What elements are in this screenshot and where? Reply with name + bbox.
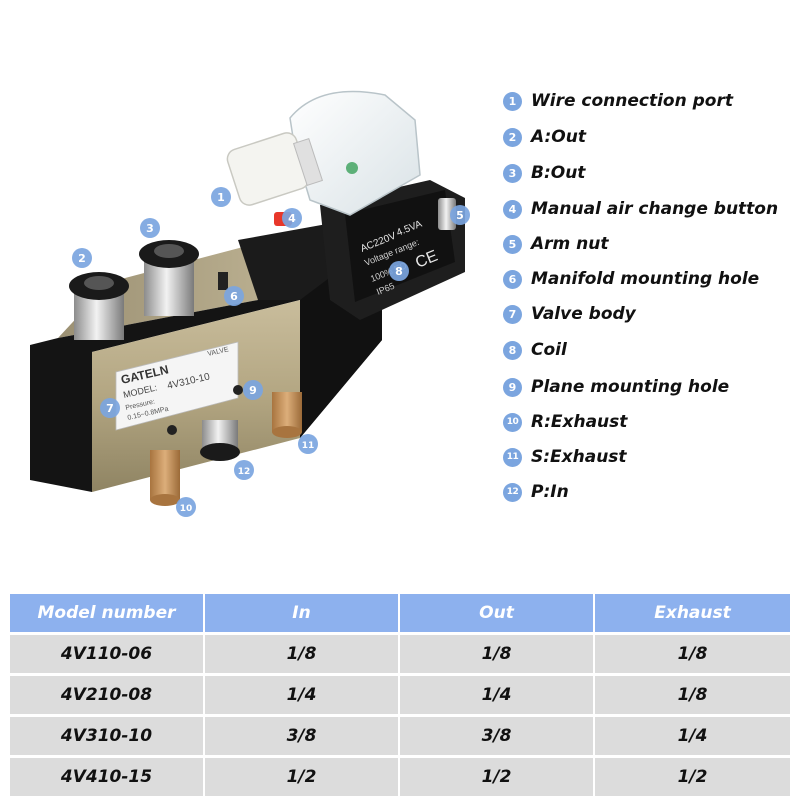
legend-label: P:In bbox=[531, 482, 569, 502]
legend-item: 11 S:Exhaust bbox=[503, 444, 627, 470]
legend-label: Arm nut bbox=[531, 234, 609, 254]
callout-marker: 9 bbox=[243, 380, 263, 400]
muffler-r bbox=[150, 450, 180, 506]
table-cell: 1/8 bbox=[595, 635, 790, 673]
callout-number: 9 bbox=[249, 384, 257, 397]
callout-number: 4 bbox=[288, 212, 296, 225]
legend-item: 6 Manifold mounting hole bbox=[503, 266, 759, 292]
callout-marker: 12 bbox=[234, 460, 254, 480]
table-cell: 3/8 bbox=[400, 717, 595, 755]
port-a-fitting bbox=[69, 272, 129, 340]
manifold-hole bbox=[218, 272, 228, 290]
table-cell: 4V210-08 bbox=[10, 676, 205, 714]
table-cell: 4V110-06 bbox=[10, 635, 205, 673]
callout-marker: 7 bbox=[100, 398, 120, 418]
column-header: In bbox=[205, 594, 400, 632]
number-badge: 1 bbox=[503, 91, 522, 111]
table-cell: 1/8 bbox=[400, 635, 595, 673]
wire-connector bbox=[289, 90, 421, 216]
port-p-fitting bbox=[200, 420, 240, 461]
callout-marker: 4 bbox=[282, 208, 302, 228]
number-badge: 7 bbox=[503, 304, 522, 324]
number-badge: 5 bbox=[503, 234, 522, 254]
callout-marker: 8 bbox=[389, 261, 409, 281]
table-cell: 1/2 bbox=[205, 758, 400, 796]
valve-word: VALVE bbox=[207, 346, 230, 358]
callout-number: 3 bbox=[146, 222, 154, 235]
legend-item: 5 Arm nut bbox=[503, 231, 609, 257]
callout-number: 11 bbox=[302, 441, 315, 451]
legend-label: R:Exhaust bbox=[531, 412, 628, 432]
table-cell: 1/4 bbox=[400, 676, 595, 714]
table-cell: 1/4 bbox=[205, 676, 400, 714]
number-badge: 12 bbox=[503, 482, 522, 502]
port-b-fitting bbox=[139, 240, 199, 316]
legend-item: 4 Manual air change button bbox=[503, 196, 778, 222]
legend-label: S:Exhaust bbox=[531, 447, 627, 467]
number-badge: 4 bbox=[503, 199, 522, 219]
number-badge: 11 bbox=[503, 447, 522, 467]
number-badge: 3 bbox=[503, 163, 522, 183]
table-cell: 1/2 bbox=[595, 758, 790, 796]
solenoid-valve-illustration: AC220V 4.5VA Voltage range: 100% ED IP65… bbox=[30, 90, 470, 517]
callout-marker: 2 bbox=[72, 248, 92, 268]
legend-label: Wire connection port bbox=[531, 91, 733, 111]
callout-number: 8 bbox=[395, 265, 403, 278]
number-badge: 10 bbox=[503, 412, 522, 432]
callout-marker: 6 bbox=[224, 286, 244, 306]
legend-item: 9 Plane mounting hole bbox=[503, 374, 729, 400]
arm-nut bbox=[438, 198, 456, 230]
legend-label: Manual air change button bbox=[531, 199, 779, 219]
callout-marker: 5 bbox=[450, 205, 470, 225]
number-badge: 8 bbox=[503, 340, 522, 360]
number-badge: 6 bbox=[503, 269, 522, 289]
legend-label: Coil bbox=[531, 340, 567, 360]
legend-item: 12 P:In bbox=[503, 479, 569, 505]
callout-number: 1 bbox=[217, 191, 225, 204]
callout-number: 6 bbox=[230, 290, 238, 303]
table-cell: 4V310-10 bbox=[10, 717, 205, 755]
callout-number: 12 bbox=[238, 467, 251, 477]
legend-label: Valve body bbox=[531, 304, 636, 324]
legend-item: 8 Coil bbox=[503, 337, 567, 363]
table-cell: 4V410-15 bbox=[10, 758, 205, 796]
callout-marker: 1 bbox=[211, 187, 231, 207]
column-header: Model number bbox=[10, 594, 205, 632]
legend-item: 1 Wire connection port bbox=[503, 88, 733, 114]
legend-label: A:Out bbox=[531, 127, 586, 147]
callout-marker: 10 bbox=[176, 497, 196, 517]
table-cell: 1/2 bbox=[400, 758, 595, 796]
callout-number: 2 bbox=[78, 252, 86, 265]
table-cell: 1/4 bbox=[595, 717, 790, 755]
table-cell: 1/8 bbox=[205, 635, 400, 673]
legend-item: 2 A:Out bbox=[503, 124, 586, 150]
column-header: Exhaust bbox=[595, 594, 790, 632]
legend-item: 3 B:Out bbox=[503, 160, 585, 186]
legend-item: 10 R:Exhaust bbox=[503, 409, 627, 435]
left-end-cap bbox=[30, 292, 300, 492]
table-cell: 1/8 bbox=[595, 676, 790, 714]
table-cell: 3/8 bbox=[205, 717, 400, 755]
legend-label: Plane mounting hole bbox=[531, 377, 730, 397]
callout-marker: 11 bbox=[298, 434, 318, 454]
callout-number: 7 bbox=[106, 402, 114, 415]
callout-marker: 3 bbox=[140, 218, 160, 238]
legend-label: B:Out bbox=[531, 163, 586, 183]
muffler-s bbox=[272, 392, 302, 438]
column-header: Out bbox=[400, 594, 595, 632]
legend-label: Manifold mounting hole bbox=[531, 269, 760, 289]
number-badge: 9 bbox=[503, 377, 522, 397]
plane-mounting-hole bbox=[233, 385, 243, 395]
callout-number: 10 bbox=[180, 504, 193, 514]
legend-item: 7 Valve body bbox=[503, 301, 636, 327]
callout-number: 5 bbox=[456, 209, 464, 222]
number-badge: 2 bbox=[503, 127, 522, 147]
